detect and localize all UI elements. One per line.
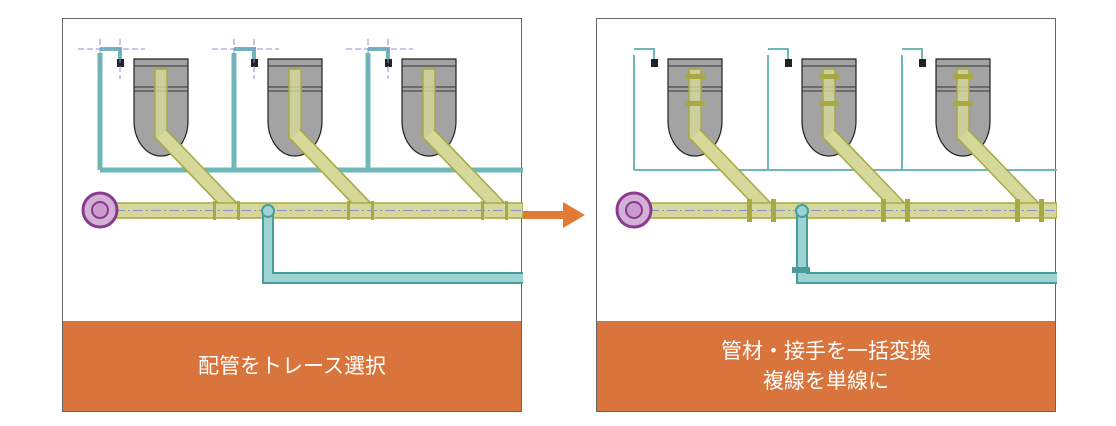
water-lower-pipe	[798, 211, 1057, 282]
drain-diagonal	[290, 129, 373, 215]
water-branch	[234, 47, 256, 59]
faucet-valve-icon	[919, 59, 926, 67]
flange-fitting	[685, 74, 705, 79]
joint-fitting	[505, 201, 508, 220]
water-branch	[100, 47, 122, 59]
elbow-fitting	[261, 204, 275, 218]
caption-text: 配管をトレース選択	[198, 354, 386, 378]
joint-fitting	[213, 201, 216, 220]
joint-fitting	[1015, 199, 1020, 222]
drain-diagonal	[424, 129, 507, 215]
water-lower-pipe	[264, 211, 523, 282]
drain-diagonal	[824, 129, 907, 215]
drain-vertical	[154, 68, 168, 140]
right-arrow-icon	[523, 202, 585, 228]
flange-fitting	[953, 74, 973, 79]
center-line	[346, 39, 413, 79]
caption-text-line-2: 複線を単線に	[763, 369, 889, 393]
drain-vertical	[422, 68, 436, 140]
joint-fitting	[347, 201, 350, 220]
flange-fitting	[819, 101, 839, 106]
caption-text-line-1: 管材・接手を一括変換	[721, 339, 931, 363]
joint-fitting	[771, 199, 776, 222]
pipe-drawing-double-line	[78, 39, 523, 284]
joint-fitting	[905, 199, 910, 222]
faucet-valve-icon	[785, 59, 792, 67]
water-branch	[902, 48, 923, 59]
drain-diagonal	[958, 129, 1041, 215]
flange-fitting	[953, 101, 973, 106]
water-branch	[634, 48, 655, 59]
joint-fitting	[481, 201, 484, 220]
joint-fitting	[371, 201, 374, 220]
reducer-fitting	[792, 267, 810, 273]
joint-fitting	[237, 201, 240, 220]
joint-fitting	[1039, 199, 1044, 222]
faucet-valve-icon	[651, 59, 658, 67]
water-lower-edge	[262, 211, 523, 284]
pipe-drawing-single-line	[615, 48, 1057, 284]
drain-diagonal	[156, 129, 239, 215]
elbow-fitting	[795, 204, 809, 218]
center-line	[212, 39, 279, 79]
caption-band: 管材・接手を一括変換 複線を単線に	[597, 321, 1055, 411]
cleanout-inner	[625, 201, 643, 219]
caption-band: 配管をトレース選択	[63, 321, 521, 411]
flange-fitting	[819, 74, 839, 79]
drain-vertical	[288, 68, 302, 140]
water-branch	[368, 47, 390, 59]
joint-fitting	[881, 199, 886, 222]
water-branch	[768, 48, 789, 59]
drain-diagonal	[690, 129, 773, 215]
joint-fitting	[747, 199, 752, 222]
cleanout-inner	[91, 201, 109, 219]
center-line	[78, 39, 145, 79]
after-panel: 管材・接手を一括変換 複線を単線に	[596, 18, 1057, 412]
before-panel: 配管をトレース選択	[62, 18, 523, 412]
flange-fitting	[685, 101, 705, 106]
